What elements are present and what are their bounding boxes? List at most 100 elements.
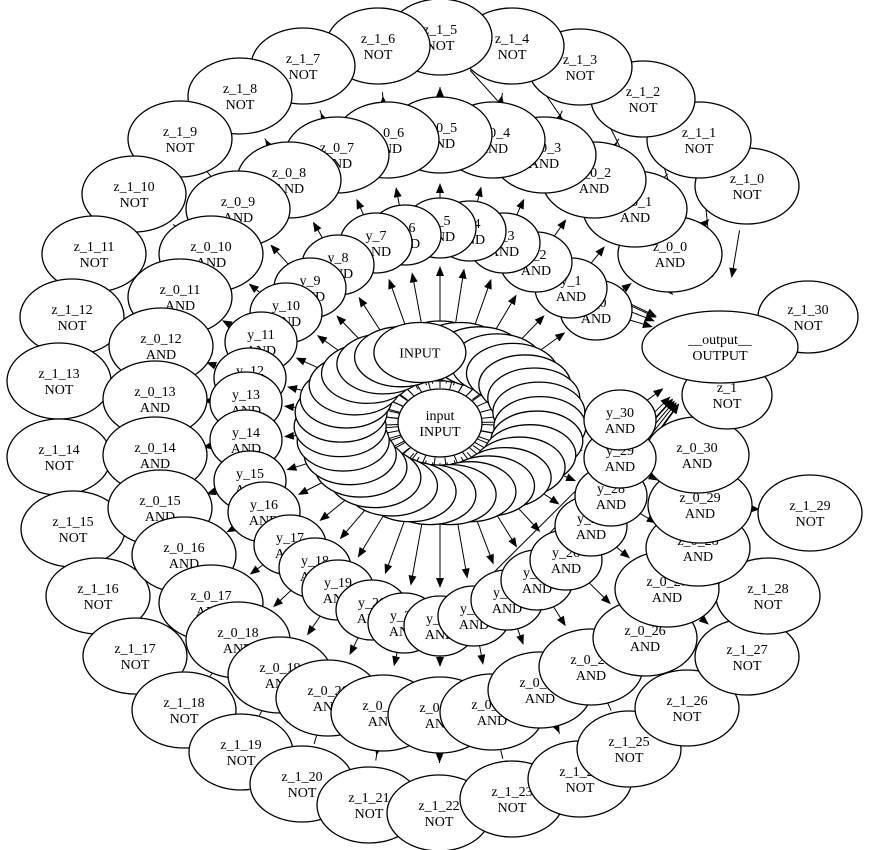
edge-input-to-y-3-arrowhead: [484, 278, 492, 290]
node-z-1-28-type: NOT: [754, 598, 783, 613]
edge-y-to-z0-24-arrowhead: [516, 634, 524, 645]
edge-input-to-y-11-arrowhead: [295, 357, 307, 366]
node-y-8-label: y_8: [328, 251, 349, 266]
node-z-1-20-label: z_1_20: [281, 770, 322, 785]
node-z-1-13-type: NOT: [45, 383, 74, 398]
edge-y-to-z0-0-arrowhead: [621, 282, 632, 293]
edge-y-to-z0-8: [312, 221, 324, 240]
input-bit-shape: [373, 321, 467, 384]
node-z-1-2-type: NOT: [629, 101, 658, 116]
edge-y-to-z0-26-line: [586, 580, 606, 600]
node-output-label: __output__: [687, 333, 753, 348]
edge-input-to-y-15-arrowhead: [286, 463, 298, 471]
node-z-0-29-label: z_0_29: [679, 491, 720, 506]
edge-y-to-z0-23: [477, 645, 486, 665]
edge-input-to-y-23-arrowhead: [461, 568, 470, 579]
node-z-1-27-label: z_1_27: [726, 643, 767, 658]
node-z-0-13-label: z_0_13: [134, 385, 175, 400]
node-z-1-11-type: NOT: [80, 256, 109, 271]
node-y-29-type: AND: [605, 460, 635, 475]
edge-y-to-z0-10-arrowhead: [248, 283, 260, 294]
node-y-0-type: AND: [581, 312, 611, 327]
node-z-0-8-label: z_0_8: [272, 166, 306, 181]
node-z-1-19-label: z_1_19: [220, 738, 261, 753]
node-y-9-label: y_9: [300, 274, 321, 289]
edge-y-to-z0-19: [307, 614, 322, 636]
edge-input-to-y-20-arrowhead: [384, 563, 393, 575]
edge-y-to-z0-7: [356, 198, 365, 216]
node-z-1-3-type: NOT: [566, 69, 595, 84]
edge-y-to-z0-8-line: [316, 228, 324, 240]
edge-y-to-z0-6-arrowhead: [393, 187, 402, 198]
edge-y-to-z0-25-line: [552, 605, 562, 620]
edge-y-to-z0-2: [552, 219, 567, 238]
node-z-0-12-label: z_0_12: [140, 332, 181, 347]
edge-z1-to-output-0-arrowhead: [729, 267, 738, 278]
node-z-1-9-type: NOT: [166, 141, 195, 156]
node-z-1-22-type: NOT: [425, 815, 454, 830]
node-y-30-type: AND: [605, 422, 635, 437]
node-z-1-28-label: z_1_28: [747, 582, 788, 597]
node-z-1-26-label: z_1_26: [666, 694, 707, 709]
node-z-1-7-label: z_1_7: [286, 52, 320, 67]
edge-input-to-y-19-arrowhead: [357, 546, 367, 558]
edge-y-to-output-22-arrowhead: [660, 396, 671, 407]
node-y-25-type: AND: [522, 582, 552, 597]
edge-input-to-y-8-arrowhead: [358, 296, 368, 308]
node-z-1-type: NOT: [713, 397, 742, 412]
edge-y-to-z0-11-arrowhead: [221, 320, 233, 329]
node-y-16-label: y_16: [250, 498, 278, 513]
node-z-1-12-label: z_1_12: [51, 303, 92, 318]
node-z-0-13-type: AND: [140, 401, 170, 416]
edge-input-to-y-25-arrowhead: [508, 537, 518, 548]
edge-y-to-z0-20: [349, 636, 360, 656]
node-y-26-type: AND: [551, 562, 581, 577]
node-z-1-5-label: z_1_5: [423, 23, 457, 38]
node-z-1-17-label: z_1_17: [114, 642, 155, 657]
edge-y-to-z0-5: [436, 183, 444, 198]
node-z-1-15-type: NOT: [59, 531, 88, 546]
node-z-1-15-label: z_1_15: [52, 515, 93, 530]
edge-y-to-z0-26-arrowhead: [600, 594, 611, 605]
node-z-1-10-label: z_1_10: [113, 180, 154, 195]
node-z-0-30-label: z_0_30: [676, 441, 717, 456]
edge-y-to-z0-7-arrowhead: [356, 198, 365, 210]
edge-input-to-y-7-arrowhead: [388, 278, 396, 290]
edge-y-to-z0-12-arrowhead: [206, 361, 217, 370]
node-y-27-type: AND: [576, 528, 606, 543]
edge-y-to-z0-27-arrowhead: [619, 548, 631, 559]
node-z-1-24-type: NOT: [566, 781, 595, 796]
edge-input-to-y-14-arrowhead: [283, 431, 295, 440]
node-z-1-26-type: NOT: [673, 710, 702, 725]
node-z-0-23-type: AND: [477, 714, 507, 729]
node-z-1-26-shape: [634, 669, 740, 747]
edge-y-to-output-3-arrowhead: [646, 308, 657, 317]
node-y-24-type: AND: [492, 602, 522, 617]
node-z-1-14-type: NOT: [45, 459, 74, 474]
node-z-1-17-type: NOT: [121, 658, 150, 673]
node-input-type: INPUT: [419, 425, 461, 440]
node-z-1-8-label: z_1_8: [223, 82, 257, 97]
edge-input-to-y-18-arrowhead: [339, 529, 350, 540]
edge-y-to-z0-9: [270, 244, 291, 267]
edge-y-to-z0-25: [552, 605, 566, 627]
node-input-label: input: [426, 409, 455, 424]
edge-y-to-z0-3-arrowhead: [516, 198, 525, 210]
node-z-1-6-label: z_1_6: [361, 32, 395, 47]
edge-y-to-z0-6: [393, 187, 402, 206]
node-z-0-16-label: z_0_16: [163, 541, 204, 556]
edge-y-to-z0-19-line: [311, 614, 322, 630]
node-y-1-type: AND: [556, 290, 586, 305]
